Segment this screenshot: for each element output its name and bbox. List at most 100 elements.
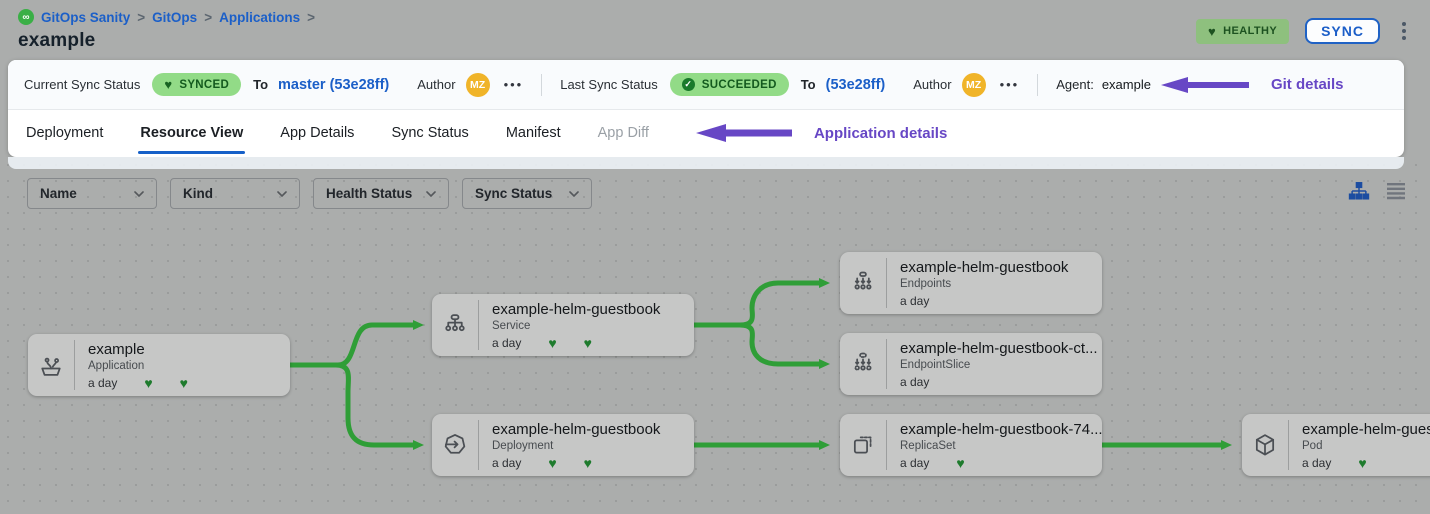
filter-health-status-dropdown[interactable]: Health Status — [313, 178, 449, 209]
filter-kind-label: Kind — [183, 186, 213, 201]
more-options[interactable]: ••• — [504, 77, 524, 92]
health-hearts: ♥♥ — [548, 456, 592, 470]
endpoints-icon — [840, 252, 886, 314]
sync-button[interactable]: SYNC — [1305, 18, 1380, 44]
breadcrumb: ∞ GitOps Sanity > GitOps > Applications … — [18, 9, 315, 25]
filter-name-dropdown[interactable]: Name — [27, 178, 157, 209]
page-title: example — [18, 30, 95, 52]
node-title: example-helm-guestbook-ct... — [900, 340, 1092, 357]
node-age: a day — [900, 456, 929, 470]
synced-badge-label: SYNCED — [179, 79, 229, 91]
node-title: example-helm-guestbook — [492, 421, 660, 438]
node-kind: ReplicaSet — [900, 440, 1092, 452]
tab-resource-view[interactable]: Resource View — [140, 112, 243, 154]
current-sync-status-label: Current Sync Status — [24, 77, 140, 92]
to-label: To — [801, 77, 816, 92]
pod-icon — [1242, 414, 1288, 476]
author-avatar[interactable]: MZ — [962, 73, 986, 97]
heart-icon: ♥ — [584, 456, 592, 470]
top-header: ∞ GitOps Sanity > GitOps > Applications … — [0, 0, 1430, 60]
git-details-annotation: Git details — [1161, 76, 1344, 94]
graph-node-pod[interactable]: example-helm-guest Pod a day ♥ — [1242, 414, 1430, 476]
more-options[interactable]: ••• — [1000, 77, 1020, 92]
node-age: a day — [900, 375, 929, 389]
tab-sync-status[interactable]: Sync Status — [391, 112, 468, 154]
graph-node-endpointslice[interactable]: example-helm-guestbook-ct... EndpointSli… — [840, 333, 1102, 395]
graph-node-deployment[interactable]: example-helm-guestbook Deployment a day … — [432, 414, 694, 476]
node-age: a day — [492, 456, 521, 470]
node-kind: Service — [492, 320, 660, 332]
heart-icon: ♥ — [548, 456, 556, 470]
heart-icon: ♥ — [180, 376, 188, 390]
breadcrumb-gitops[interactable]: GitOps — [152, 10, 197, 25]
node-title: example — [88, 341, 188, 358]
application-details-annotation: Application details — [696, 123, 947, 143]
node-title: example-helm-guestbook — [492, 301, 660, 318]
kebab-menu-icon[interactable] — [1396, 18, 1412, 44]
health-hearts: ♥ — [956, 456, 964, 470]
git-details-annotation-text: Git details — [1271, 76, 1344, 93]
left-arrow-icon — [1161, 76, 1249, 94]
graph-node-endpoints[interactable]: example-helm-guestbook Endpoints a day — [840, 252, 1102, 314]
node-title: example-helm-guestbook-74... — [900, 421, 1092, 438]
last-sync-status-label: Last Sync Status — [560, 77, 658, 92]
left-arrow-icon — [696, 123, 792, 143]
heart-icon: ♥ — [584, 336, 592, 350]
filter-sync-status-dropdown[interactable]: Sync Status — [462, 178, 592, 209]
filter-health-status-label: Health Status — [326, 186, 412, 201]
application-details-annotation-text: Application details — [814, 125, 947, 142]
breadcrumb-separator: > — [137, 10, 145, 25]
node-kind: Endpoints — [900, 278, 1068, 290]
filter-sync-status-label: Sync Status — [475, 186, 552, 201]
health-status-label: HEALTHY — [1223, 25, 1277, 37]
filter-name-label: Name — [40, 186, 77, 201]
filter-kind-dropdown[interactable]: Kind — [170, 178, 300, 209]
breadcrumb-gitops-sanity[interactable]: GitOps Sanity — [41, 10, 130, 25]
last-commit-link[interactable]: (53e28ff) — [826, 77, 886, 93]
node-kind: EndpointSlice — [900, 359, 1092, 371]
app-tabs: Deployment Resource View App Details Syn… — [8, 110, 1404, 156]
author-avatar[interactable]: MZ — [466, 73, 490, 97]
synced-badge: ♥ SYNCED — [152, 73, 241, 96]
node-title: example-helm-guestbook — [900, 259, 1068, 276]
health-hearts: ♥♥ — [548, 336, 592, 350]
author-label: Author — [913, 77, 951, 92]
health-status-badge: ♥ HEALTHY — [1196, 19, 1289, 44]
node-age: a day — [492, 336, 521, 350]
node-kind: Deployment — [492, 440, 660, 452]
list-view-icon[interactable] — [1386, 182, 1406, 200]
heart-icon: ♥ — [144, 376, 152, 390]
tree-view-icon[interactable] — [1348, 181, 1370, 201]
succeeded-badge-label: SUCCEEDED — [702, 79, 777, 91]
heart-icon: ♥ — [164, 78, 172, 91]
node-kind: Pod — [1302, 440, 1430, 452]
graph-node-replicaset[interactable]: example-helm-guestbook-74... ReplicaSet … — [840, 414, 1102, 476]
chevron-down-icon — [426, 191, 436, 197]
divider — [1037, 74, 1038, 96]
breadcrumb-applications[interactable]: Applications — [219, 10, 300, 25]
chevron-down-icon — [277, 191, 287, 197]
graph-node-service[interactable]: example-helm-guestbook Service a day ♥♥ — [432, 294, 694, 356]
author-label: Author — [417, 77, 455, 92]
current-commit-link[interactable]: master (53e28ff) — [278, 77, 389, 93]
filter-bar: Name Kind Health Status Sync Status — [27, 178, 592, 209]
application-icon — [28, 334, 74, 396]
node-kind: Application — [88, 360, 188, 372]
endpointslice-icon — [840, 333, 886, 395]
tab-deployment[interactable]: Deployment — [26, 112, 103, 154]
health-hearts: ♥ — [1358, 456, 1366, 470]
tab-app-details[interactable]: App Details — [280, 112, 354, 154]
node-age: a day — [88, 376, 117, 390]
graph-node-application[interactable]: example Application a day ♥ ♥ — [28, 334, 290, 396]
tab-app-diff[interactable]: App Diff — [598, 112, 649, 154]
check-circle-icon: ✓ — [682, 78, 695, 91]
agent-value: example — [1102, 77, 1151, 92]
panel-shadow-strip — [8, 157, 1404, 169]
service-icon — [432, 294, 478, 356]
replicaset-icon — [840, 414, 886, 476]
heart-icon: ♥ — [1208, 25, 1216, 38]
tab-manifest[interactable]: Manifest — [506, 112, 561, 154]
resource-graph-canvas: Name Kind Health Status Sync Status — [0, 157, 1430, 514]
node-age: a day — [900, 294, 929, 308]
agent-label: Agent: — [1056, 77, 1094, 92]
